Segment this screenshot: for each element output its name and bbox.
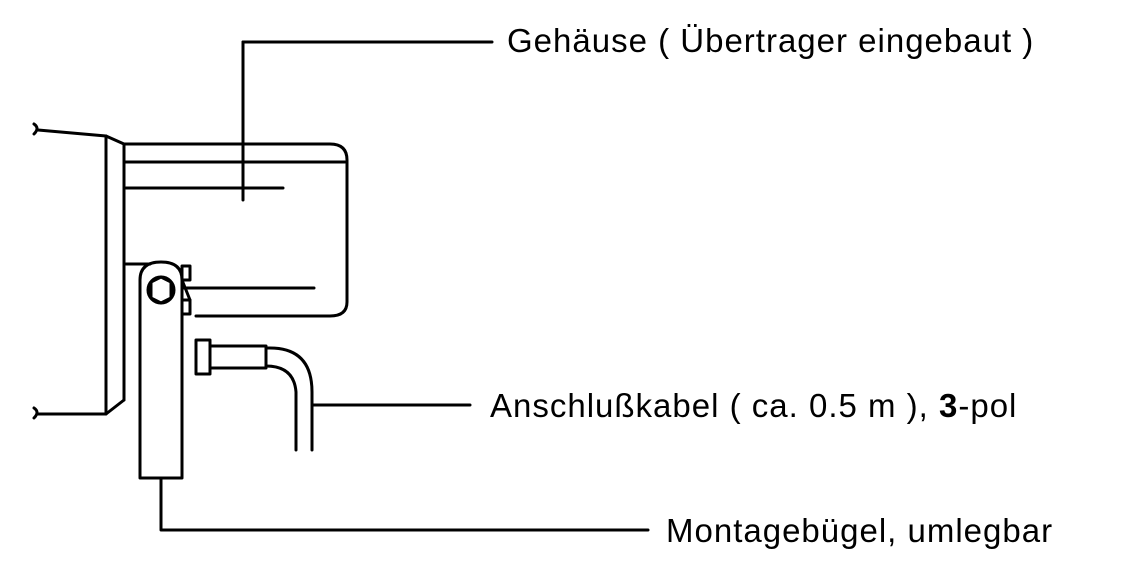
wall-break-lines (32, 122, 108, 420)
housing-leader (241, 40, 494, 202)
bracket-leader (159, 476, 650, 532)
cable-label-text: Anschlußkabel ( ca. 0.5 m ), (490, 387, 939, 424)
bracket-label: Montagebügel, umlegbar (666, 512, 1054, 549)
cable-poles: 3 (939, 387, 959, 424)
housing-body (122, 142, 349, 318)
housing-label: Gehäuse ( Übertrager eingebaut ) (507, 22, 1035, 59)
cable-label-suffix: -pol (958, 387, 1018, 424)
front-flange (104, 134, 126, 416)
cable-label: Anschlußkabel ( ca. 0.5 m ), 3-pol (490, 389, 1017, 422)
mounting-bracket (138, 260, 650, 532)
cable (194, 338, 472, 452)
